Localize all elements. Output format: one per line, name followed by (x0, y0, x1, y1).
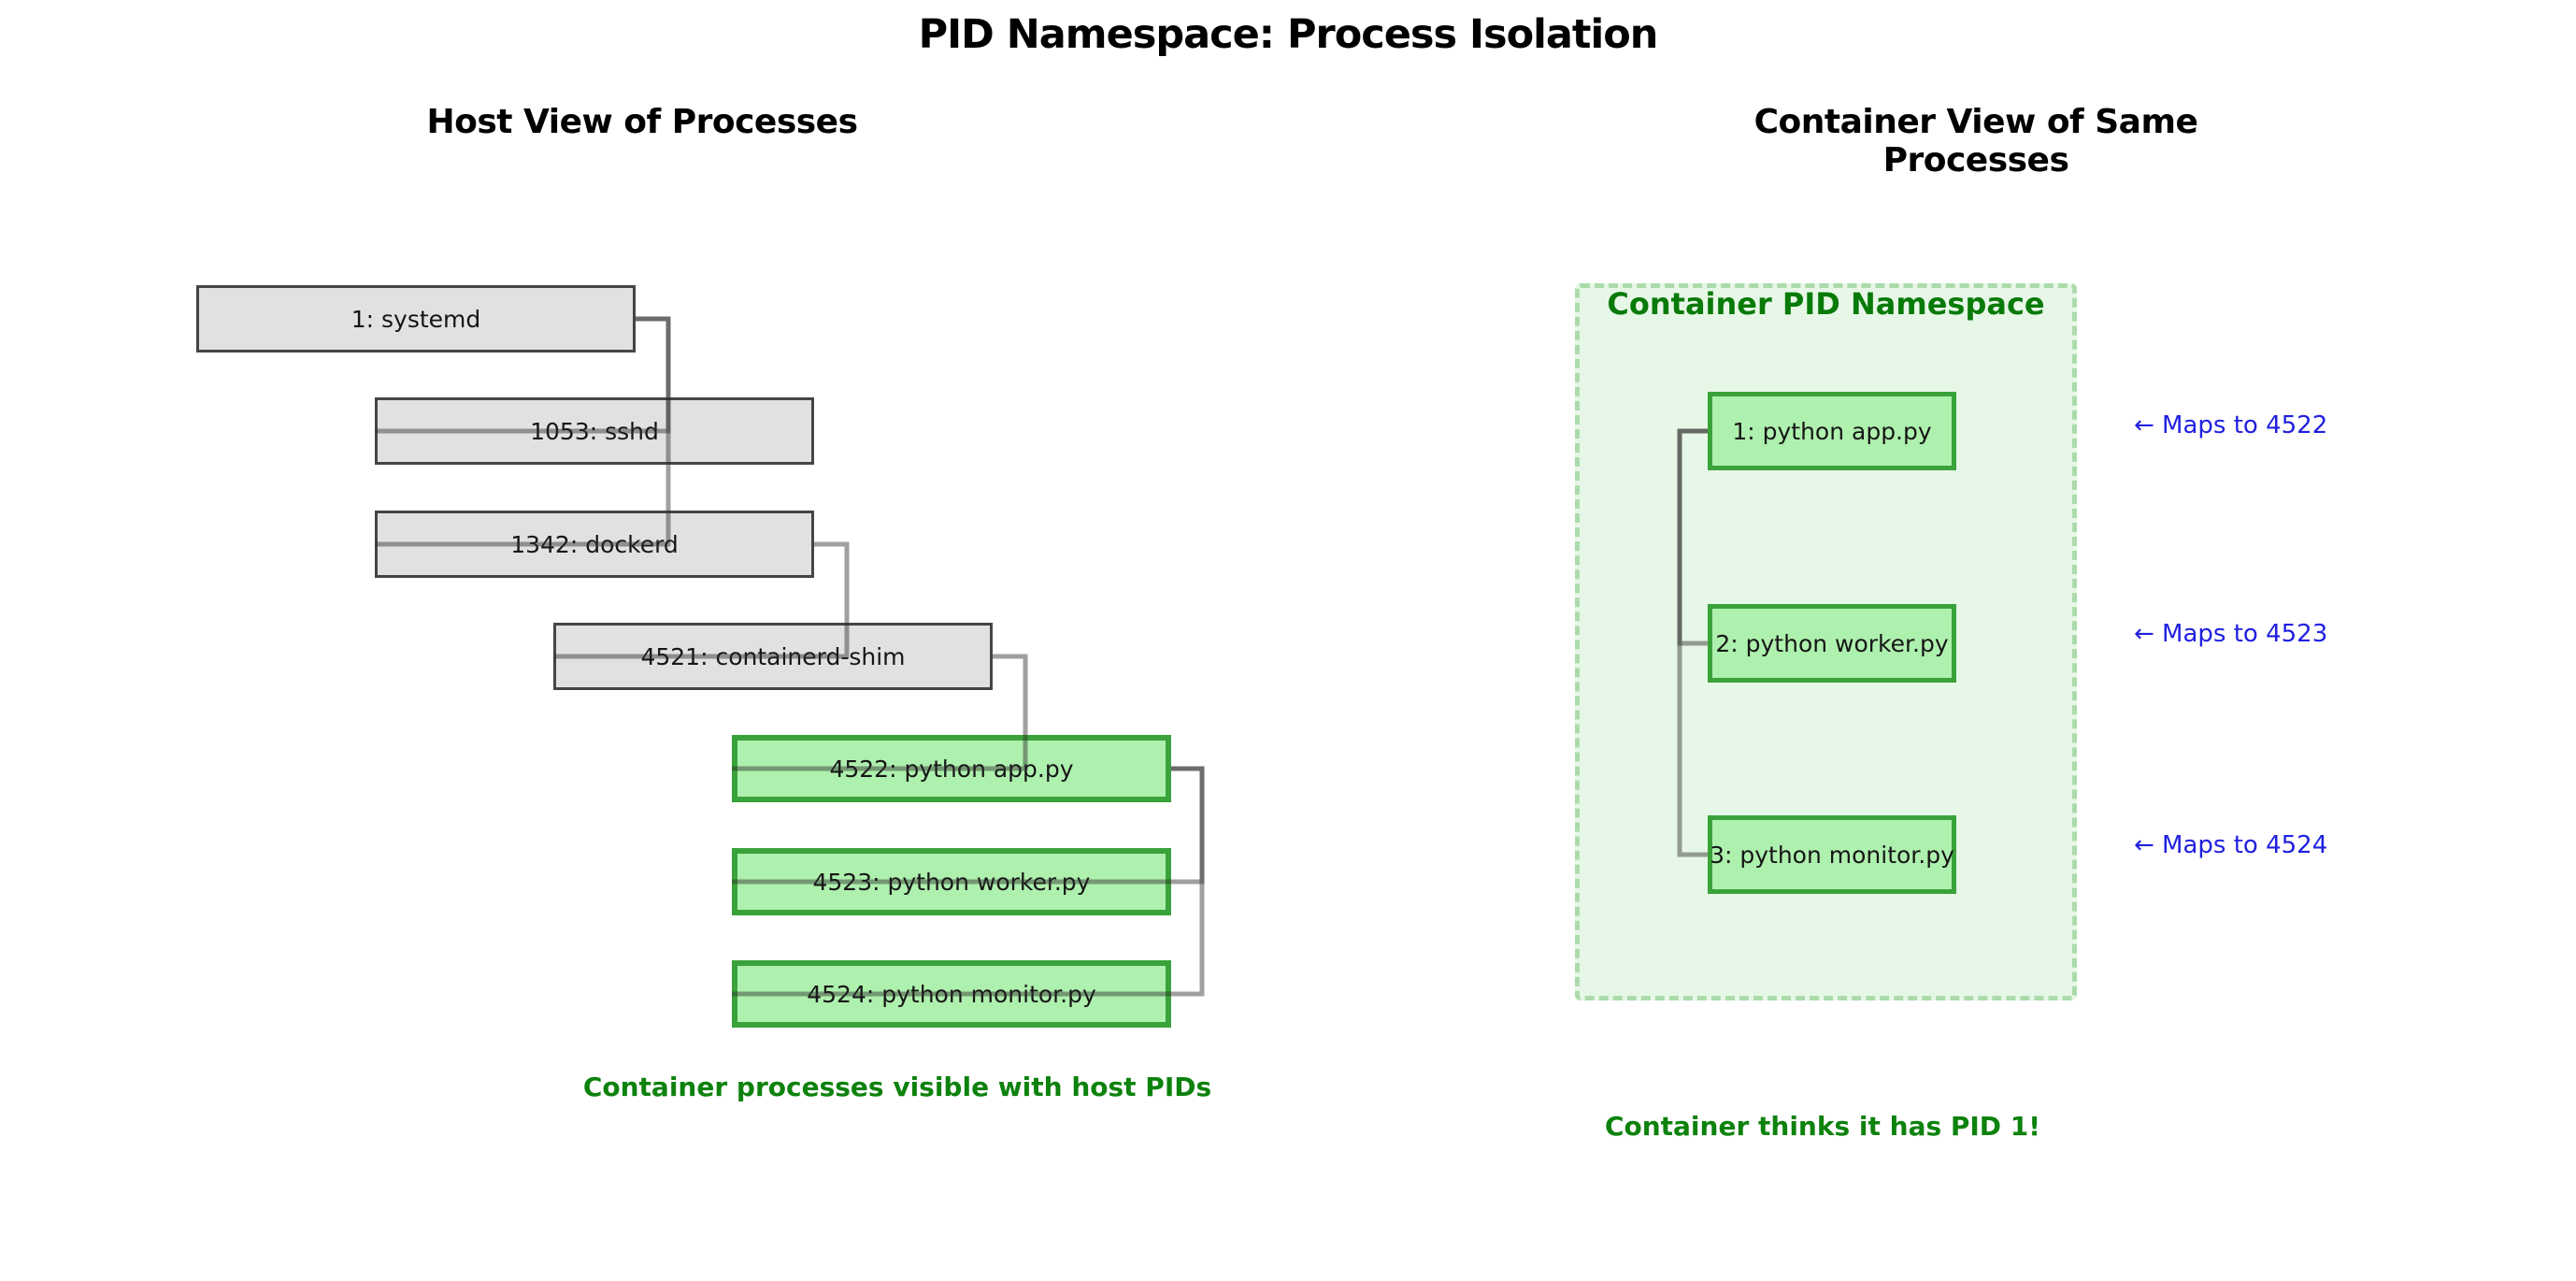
process-box-systemd: 1: systemd (196, 285, 636, 353)
process-box-label: 4522: python app.py (829, 755, 1074, 783)
container-caption: Container thinks it has PID 1! (1604, 1111, 2041, 1142)
host-panel-heading: Host View of Processes (426, 103, 858, 141)
process-box-label: 1: python app.py (1732, 417, 1932, 445)
host-caption: Container processes visible with host PI… (582, 1072, 1212, 1102)
process-box-label: 1342: dockerd (510, 530, 679, 558)
process-box-label: 2: python worker.py (1715, 629, 1949, 657)
container-process-box-3: 3: python monitor.py (1708, 815, 1956, 894)
process-box-label: 1053: sshd (530, 417, 659, 445)
process-box-label: 3: python monitor.py (1710, 841, 1954, 869)
maps-to-label-4522: ← Maps to 4522 (2134, 411, 2328, 439)
process-box-label: 4521: containerd-shim (640, 642, 906, 670)
process-box-label: 1: systemd (351, 305, 481, 333)
container-process-box-1: 1: python app.py (1708, 392, 1956, 470)
process-box-python-monitor: 4524: python monitor.py (732, 960, 1171, 1028)
process-box-label: 4524: python monitor.py (807, 980, 1096, 1008)
process-box-dockerd: 1342: dockerd (375, 511, 814, 578)
process-box-sshd: 1053: sshd (375, 397, 814, 465)
maps-to-label-4524: ← Maps to 4524 (2134, 831, 2328, 859)
maps-to-label-4523: ← Maps to 4523 (2134, 620, 2328, 648)
container-process-box-2: 2: python worker.py (1708, 604, 1956, 683)
page-title: PID Namespace: Process Isolation (918, 11, 1659, 58)
process-box-python-app: 4522: python app.py (732, 735, 1171, 802)
process-box-python-worker: 4523: python worker.py (732, 848, 1171, 915)
process-box-label: 4523: python worker.py (812, 868, 1091, 896)
process-box-containerd-shim: 4521: containerd-shim (553, 623, 993, 690)
container-panel-heading: Container View of Same Processes (1753, 103, 2198, 180)
container-namespace-title: Container PID Namespace (1607, 286, 2045, 322)
